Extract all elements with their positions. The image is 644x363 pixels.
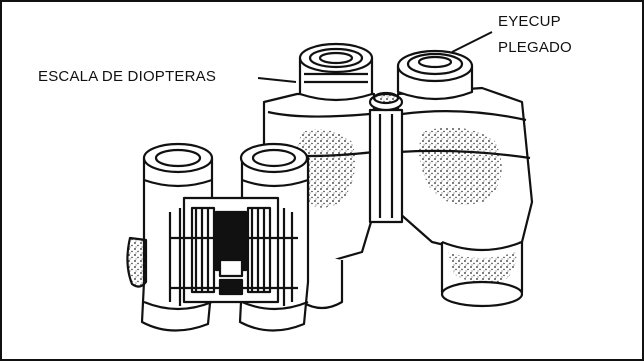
- folded-eyecup-label-line2: PLEGADO: [498, 39, 572, 57]
- eyecup-leader-line: [452, 32, 492, 52]
- diopter-scale-label: ESCALA DE DIOPTERAS: [38, 68, 216, 86]
- compact-binoculars: [127, 144, 308, 331]
- folded-eyecup-label-line1: EYECUP: [498, 13, 561, 31]
- diopter-leader-line: [258, 78, 296, 82]
